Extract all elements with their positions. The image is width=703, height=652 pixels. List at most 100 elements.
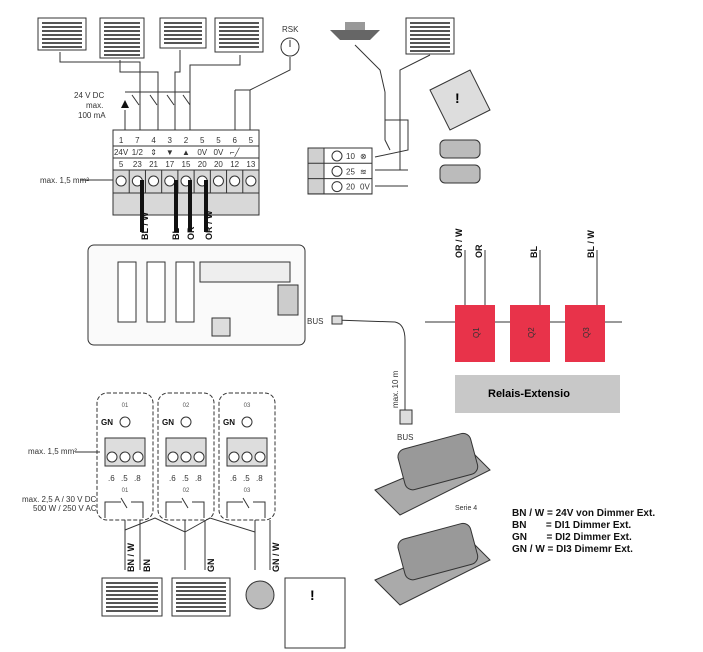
switch-contact [149,94,158,106]
led-icon [241,416,253,428]
led-color: GN [223,418,235,427]
terminal-screw [148,175,160,187]
terminal-number-lower: 5 [119,160,124,169]
relay-contact-icon [165,497,205,518]
terminal-number-lower: 17 [165,160,174,169]
wire-color-label: BL [171,228,181,240]
terminal-number: 4 [151,136,156,145]
wire-color-label: BL / W [140,212,150,240]
relais-wire-label: OR [474,244,484,258]
terminal-number: 5 [216,136,221,145]
lamp-icon [330,22,380,40]
channel-02 [157,392,215,521]
terminal-screw [164,175,176,187]
terminal-number-lower: 23 [133,160,142,169]
garage-door-ventilation-icon [405,17,455,55]
relais-wire-label: BL / W [586,230,596,258]
pin-label: .5 [182,474,189,483]
bus-plug [399,409,413,425]
garage-door-half-icon [159,17,207,49]
terminal-screw [331,150,343,162]
terminal-symbol: ≋ [360,167,367,176]
terminal-screw [331,181,343,193]
terminal-number: 6 [232,136,237,145]
switch-contact [166,94,175,106]
relay-q3 [565,305,605,362]
garage-door-updown-icon [99,17,145,59]
terminal-number: 7 [135,136,140,145]
svg-text:!: ! [310,587,315,603]
relay-label: Q3 [582,327,591,338]
channel-03 [218,392,276,521]
relay-id: 02 [183,488,190,494]
bus-label-bottom: BUS [397,433,413,442]
garage-operator-icon [374,432,491,606]
terminal-number: 10 [346,152,355,161]
terminal-function: 0V [197,148,207,157]
terminal-function: 0V [214,148,224,157]
terminal-screw [245,175,257,187]
pin-label: .6 [169,474,176,483]
legend-line: BN = DI1 Dimmer Ext. [512,520,631,531]
channel-id: 01 [122,403,129,409]
door-icons-top [37,17,455,59]
terminal-function: ⌐╱ [230,147,241,157]
terminal-screw [212,175,224,187]
terminal-number: 5 [249,136,254,145]
relais-title: Relais-Extensio [488,388,570,400]
door-icons-bottom: ! [101,577,346,649]
terminal-number-lower: 12 [230,160,239,169]
supply-voltage: 24 V DC [74,91,104,100]
svg-text:!: ! [455,90,460,106]
legend-line: GN = DI2 Dimmer Ext. [512,532,632,543]
relay-label: Q1 [472,327,481,338]
terminal-symbol: 0V [360,183,370,192]
relais-wire-label: BL [529,246,539,258]
terminal-number-lower: 21 [149,160,158,169]
supply-current: 100 mA [78,111,106,120]
bus-cable-length: max. 10 m [391,370,400,408]
terminal-screw [331,165,343,177]
lamp-icon-bottom [245,580,275,610]
arrow-up-icon [121,100,129,108]
wire-color-label: OR / W [204,210,214,240]
terminal-block: 124V571/2234⇕213▼172▲1550V2050V206⌐╱1251… [112,129,260,216]
legend-line: GN / W = DI3 Dimemr Ext. [512,544,633,555]
pin-label: .5 [243,474,250,483]
garage-door-vent-icon [214,17,264,53]
switch-contacts [121,94,191,108]
bus-label: BUS [307,317,323,326]
terminal-function: 1/2 [132,148,144,157]
control-board [87,244,306,346]
wire-size-label: max. 1,5 mm² [40,176,89,185]
pin-label: .6 [230,474,237,483]
relay-id: 01 [122,488,129,494]
legend-line: BN / W = 24V von Dimmer Ext. [512,508,655,519]
terminal-number: 5 [200,136,205,145]
wire-color-label: GN [206,559,216,573]
relay-q2 [510,305,550,362]
terminal-number-lower: 15 [182,160,191,169]
operator-series: Serie 4 [455,505,477,512]
terminal-screw [115,175,127,187]
wire-size-bottom: max. 1,5 mm² [28,447,77,456]
led-icon [119,416,131,428]
terminal-screw [229,175,241,187]
pin-label: .8 [256,474,263,483]
switch-contact [182,94,191,106]
bus-connector [331,315,343,325]
relay-q1 [455,305,495,362]
relay-contact-icon [226,497,266,518]
terminal-symbol: ⊗ [360,152,367,161]
pin-label: .8 [195,474,202,483]
rsk-label: RSK [282,25,299,34]
terminal-function: ⇕ [150,148,157,157]
pin-label: .6 [108,474,115,483]
pin-label: .8 [134,474,141,483]
garage-door-icon [37,17,87,51]
channel-id: 03 [244,403,251,409]
wire-color-label: BN [142,559,152,572]
wire-color-label: GN / W [271,542,281,572]
